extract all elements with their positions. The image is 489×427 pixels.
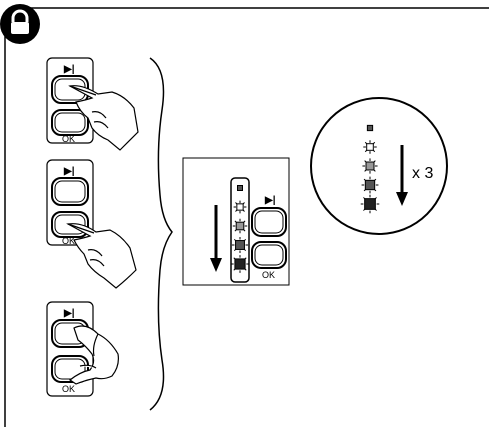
led-indicator bbox=[364, 198, 376, 210]
led-ray bbox=[242, 228, 246, 232]
down-arrow-icon bbox=[210, 205, 222, 272]
remote-panel-1: ▶| OK bbox=[46, 57, 94, 144]
result-panel: ▶| OK bbox=[182, 157, 290, 286]
led-ray bbox=[233, 248, 237, 252]
led-ray bbox=[244, 257, 247, 260]
led-ray bbox=[233, 268, 236, 271]
led-ray bbox=[235, 209, 238, 212]
ok-label: OK bbox=[62, 384, 75, 394]
led-indicator bbox=[366, 143, 374, 151]
next-button[interactable] bbox=[51, 177, 89, 206]
led-ray bbox=[233, 238, 237, 242]
ok-label: OK bbox=[62, 134, 75, 144]
led-ray bbox=[242, 209, 245, 212]
skip-next-icon: ▶| bbox=[264, 195, 276, 206]
led-ray bbox=[234, 220, 238, 224]
ok-label: OK bbox=[62, 236, 75, 246]
led-ray bbox=[374, 197, 377, 200]
led-ray bbox=[364, 169, 367, 172]
remote-panel-2: ▶| OK bbox=[46, 159, 94, 246]
next-button[interactable] bbox=[251, 207, 287, 237]
pointing-hand-icon bbox=[68, 85, 139, 151]
led-ray bbox=[373, 169, 376, 172]
led-ray bbox=[243, 248, 247, 252]
led-ray bbox=[235, 202, 238, 205]
remote-panel-3: ▶| OK bbox=[46, 301, 94, 397]
pinching-hand-icon bbox=[68, 325, 119, 385]
led-ray bbox=[363, 178, 367, 182]
skip-next-icon: ▶| bbox=[63, 166, 75, 177]
led-indicator bbox=[236, 203, 244, 211]
ok-label: OK bbox=[262, 270, 275, 280]
led-ray bbox=[234, 228, 238, 232]
pointing-hand-icon bbox=[66, 223, 137, 289]
skip-next-icon: ▶| bbox=[63, 64, 75, 75]
ok-button[interactable] bbox=[251, 241, 287, 269]
led-ray bbox=[243, 238, 247, 242]
led-ray bbox=[363, 197, 366, 200]
repeat-callout: x 3 bbox=[310, 97, 448, 235]
ok-button[interactable] bbox=[51, 109, 89, 136]
led-indicator bbox=[366, 124, 374, 132]
led-ray bbox=[364, 149, 368, 153]
led-indicator bbox=[237, 185, 243, 191]
repeat-count: x 3 bbox=[412, 165, 433, 182]
led-indicator bbox=[235, 221, 245, 231]
led-indicator bbox=[365, 161, 375, 171]
led-ray bbox=[242, 202, 245, 205]
led-column bbox=[231, 185, 249, 273]
skip-next-icon: ▶| bbox=[63, 308, 75, 319]
led-ray bbox=[242, 220, 246, 224]
brace bbox=[149, 57, 173, 411]
led-ray bbox=[364, 141, 368, 145]
lock-icon bbox=[0, 4, 40, 44]
led-indicator bbox=[235, 240, 245, 250]
led-ray bbox=[372, 141, 376, 145]
led-indicator bbox=[234, 258, 246, 270]
down-arrow-icon bbox=[396, 145, 408, 206]
led-ray bbox=[244, 268, 247, 271]
led-ray bbox=[363, 208, 366, 211]
led-ray bbox=[363, 188, 367, 192]
led-ray bbox=[374, 208, 377, 211]
led-ray bbox=[233, 257, 236, 260]
led-ray bbox=[364, 160, 367, 163]
led-column bbox=[360, 124, 380, 214]
led-indicator bbox=[364, 179, 376, 191]
led-ray bbox=[372, 149, 376, 153]
led-ray bbox=[373, 160, 376, 163]
led-ray bbox=[373, 178, 377, 182]
led-ray bbox=[373, 188, 377, 192]
